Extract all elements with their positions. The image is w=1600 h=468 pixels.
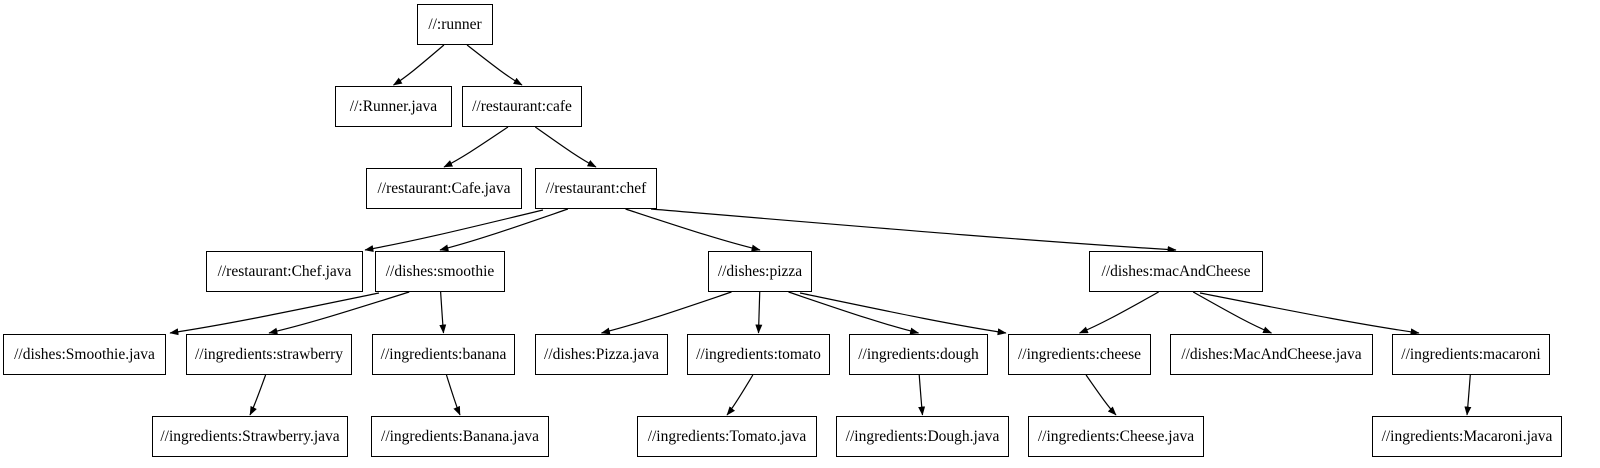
graph-edge-macaroni-to-macaroni_java bbox=[1464, 374, 1472, 416]
graph-edge-chef-to-smoothie bbox=[439, 208, 569, 252]
graph-node-pizza[interactable]: //dishes:pizza bbox=[708, 251, 812, 292]
graph-node-label: //ingredients:Dough.java bbox=[845, 427, 1000, 445]
graph-node-cheese[interactable]: //ingredients:cheese bbox=[1008, 334, 1151, 375]
graph-node-label: //ingredients:tomato bbox=[696, 345, 821, 363]
graph-node-strawberry[interactable]: //ingredients:strawberry bbox=[186, 334, 352, 375]
graph-node-label: //restaurant:cafe bbox=[472, 97, 572, 115]
graph-edge-pizza-to-cheese bbox=[799, 292, 1007, 336]
graph-edge-smoothie-to-smoothie_java bbox=[169, 292, 380, 336]
graph-node-label: //restaurant:Cafe.java bbox=[377, 179, 511, 197]
graph-node-macandcheese_java[interactable]: //dishes:MacAndCheese.java bbox=[1170, 334, 1373, 375]
graph-edge-smoothie-to-strawberry bbox=[268, 291, 410, 335]
graph-edge-banana-to-banana_java bbox=[445, 374, 461, 416]
graph-node-label: //ingredients:dough bbox=[858, 345, 979, 363]
graph-node-macandcheese[interactable]: //dishes:macAndCheese bbox=[1089, 251, 1263, 292]
graph-node-runner[interactable]: //:runner bbox=[417, 4, 493, 45]
graph-node-label: //dishes:smoothie bbox=[385, 262, 495, 280]
graph-node-strawberry_java[interactable]: //ingredients:Strawberry.java bbox=[152, 416, 348, 457]
graph-edge-cafe-to-chef bbox=[534, 126, 597, 168]
graph-node-label: //:runner bbox=[428, 15, 482, 33]
graph-node-pizza_java[interactable]: //dishes:Pizza.java bbox=[535, 334, 668, 375]
graph-edge-pizza-to-pizza_java bbox=[600, 291, 732, 335]
graph-edge-smoothie-to-banana bbox=[439, 291, 447, 334]
graph-node-label: //dishes:Smoothie.java bbox=[14, 345, 155, 363]
graph-node-dough[interactable]: //ingredients:dough bbox=[849, 334, 988, 375]
graph-node-banana[interactable]: //ingredients:banana bbox=[372, 334, 515, 375]
graph-node-smoothie_java[interactable]: //dishes:Smoothie.java bbox=[3, 334, 166, 375]
graph-edge-pizza-to-dough bbox=[788, 291, 920, 335]
graph-node-label: //ingredients:banana bbox=[380, 345, 507, 363]
graph-node-macaroni_java[interactable]: //ingredients:Macaroni.java bbox=[1372, 416, 1562, 457]
graph-edge-runner-to-cafe bbox=[466, 44, 523, 86]
graph-node-label: //ingredients:Macaroni.java bbox=[1381, 427, 1553, 445]
graph-node-cheese_java[interactable]: //ingredients:Cheese.java bbox=[1028, 416, 1204, 457]
graph-node-macaroni[interactable]: //ingredients:macaroni bbox=[1392, 334, 1550, 375]
graph-node-runner_java[interactable]: //:Runner.java bbox=[335, 86, 452, 127]
graph-node-label: //ingredients:Banana.java bbox=[381, 427, 539, 445]
graph-edge-runner-to-runner_java bbox=[392, 44, 445, 86]
graph-edge-chef-to-chef_java bbox=[364, 209, 544, 252]
graph-edge-macandcheese-to-macandcheese_java bbox=[1192, 291, 1273, 334]
graph-node-tomato_java[interactable]: //ingredients:Tomato.java bbox=[637, 416, 817, 457]
graph-node-label: //ingredients:Strawberry.java bbox=[160, 427, 340, 445]
graph-node-banana_java[interactable]: //ingredients:Banana.java bbox=[371, 416, 549, 457]
graph-edge-chef-to-macandcheese bbox=[650, 208, 1177, 253]
graph-node-label: //ingredients:Tomato.java bbox=[647, 427, 807, 445]
graph-node-label: //restaurant:chef bbox=[545, 179, 647, 197]
graph-node-smoothie[interactable]: //dishes:smoothie bbox=[375, 251, 505, 292]
graph-edge-pizza-to-tomato bbox=[755, 291, 763, 334]
graph-node-label: //ingredients:macaroni bbox=[1401, 345, 1541, 363]
graph-node-cafe[interactable]: //restaurant:cafe bbox=[462, 86, 582, 127]
graph-node-label: //dishes:MacAndCheese.java bbox=[1181, 345, 1362, 363]
graph-edge-strawberry-to-strawberry_java bbox=[249, 374, 267, 416]
graph-node-label: //ingredients:cheese bbox=[1017, 345, 1142, 363]
graph-node-chef[interactable]: //restaurant:chef bbox=[535, 168, 657, 209]
graph-node-chef_java[interactable]: //restaurant:Chef.java bbox=[206, 251, 363, 292]
graph-edge-cheese-to-cheese_java bbox=[1085, 374, 1117, 416]
graph-edge-dough-to-dough_java bbox=[918, 374, 926, 416]
graph-edge-macandcheese-to-macaroni bbox=[1199, 292, 1420, 336]
graph-node-tomato[interactable]: //ingredients:tomato bbox=[687, 334, 830, 375]
graph-node-label: //restaurant:Chef.java bbox=[217, 262, 352, 280]
graph-node-label: //dishes:Pizza.java bbox=[544, 345, 659, 363]
graph-node-label: //:Runner.java bbox=[349, 97, 438, 115]
graph-edge-cafe-to-cafe_java bbox=[443, 126, 509, 168]
graph-node-label: //ingredients:strawberry bbox=[194, 345, 344, 363]
graph-edge-macandcheese-to-cheese bbox=[1078, 291, 1159, 334]
graph-edge-tomato-to-tomato_java bbox=[726, 374, 754, 416]
graph-node-dough_java[interactable]: //ingredients:Dough.java bbox=[836, 416, 1009, 457]
graph-node-cafe_java[interactable]: //restaurant:Cafe.java bbox=[366, 168, 522, 209]
graph-node-label: //ingredients:Cheese.java bbox=[1037, 427, 1195, 445]
graph-node-label: //dishes:macAndCheese bbox=[1101, 262, 1251, 280]
graph-node-label: //dishes:pizza bbox=[717, 262, 803, 280]
graph-edge-chef-to-pizza bbox=[625, 208, 761, 252]
